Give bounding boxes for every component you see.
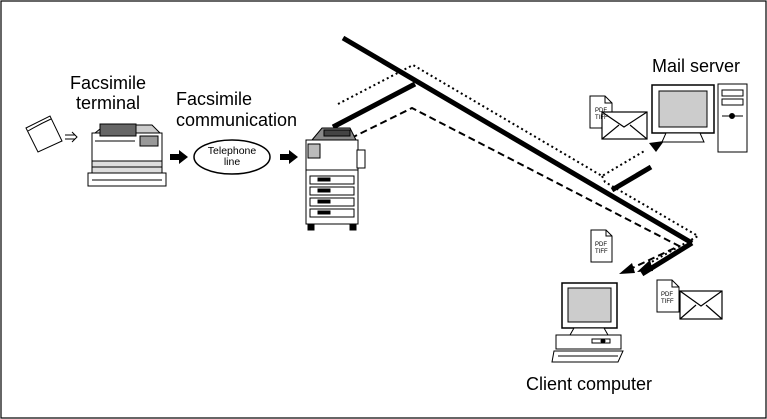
dotted-arrowheads (637, 141, 664, 272)
monitor-icon (651, 84, 715, 143)
paper-sheet-icon (25, 115, 63, 153)
telephone-line-label-line2: line (223, 156, 241, 168)
network-backbone (331, 35, 694, 277)
dashed-arrowhead (619, 263, 635, 274)
multifunction-printer-icon (305, 127, 366, 231)
mail-server-label: Mail server (652, 56, 741, 76)
telephone-line-bubble (193, 139, 271, 175)
dotted-mail-path (337, 63, 701, 265)
doc-type-label: TIFF (595, 249, 608, 255)
doc-type-label: PDF (595, 108, 607, 114)
fax-terminal-label-line2: terminal (76, 93, 141, 113)
tower-pc-icon (717, 83, 748, 153)
fax-terminal-label-line1: Facsimile (70, 73, 147, 93)
doc-type-label: PDF (595, 242, 607, 248)
dashed-direct-path (330, 106, 682, 271)
envelope-icon (601, 111, 648, 140)
fax-comm-label-line1: Facsimile (176, 89, 253, 109)
document-icon (656, 279, 680, 313)
doc-type-label: PDF (661, 292, 673, 298)
fax-comm-label-line2: communication (176, 110, 298, 130)
feed-arrow-icon (65, 131, 78, 143)
desktop-computer-icon (551, 282, 624, 363)
envelope-icon (679, 290, 723, 320)
client-computer-label: Client computer (526, 374, 653, 394)
arrow-right-icon (280, 150, 298, 164)
fax-machine-icon (87, 123, 167, 187)
arrow-right-icon (170, 150, 188, 164)
document-icon (590, 229, 613, 263)
doc-type-label: TIFF (661, 299, 674, 305)
telephone-line-label-line1: Telephone (207, 145, 257, 157)
doc-type-label: TIFF (595, 115, 608, 121)
